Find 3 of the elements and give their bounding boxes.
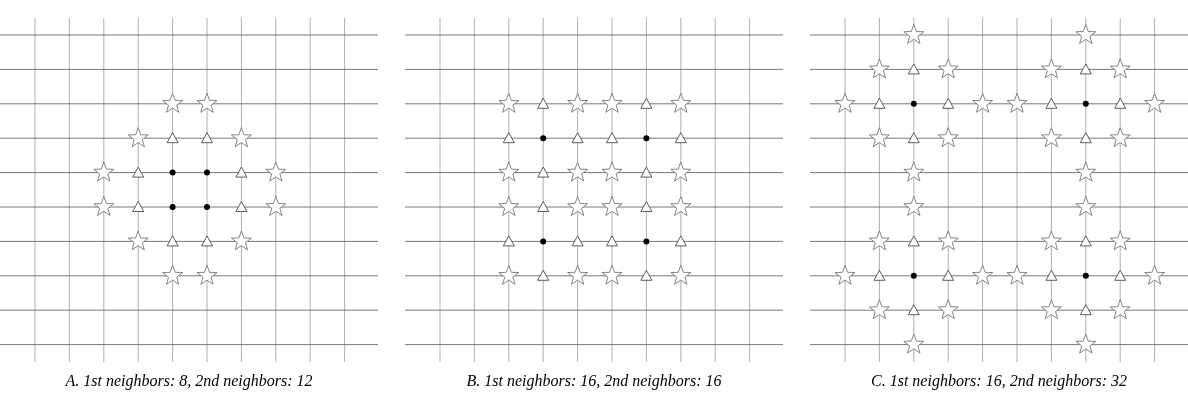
panel-caption: C. 1st neighbors: 16, 2nd neighbors: 32 <box>870 372 1128 390</box>
panel-caption: A. 1st neighbors: 8, 2nd neighbors: 12 <box>63 372 314 390</box>
panel-caption: B. 1st neighbors: 16, 2nd neighbors: 16 <box>465 372 723 390</box>
